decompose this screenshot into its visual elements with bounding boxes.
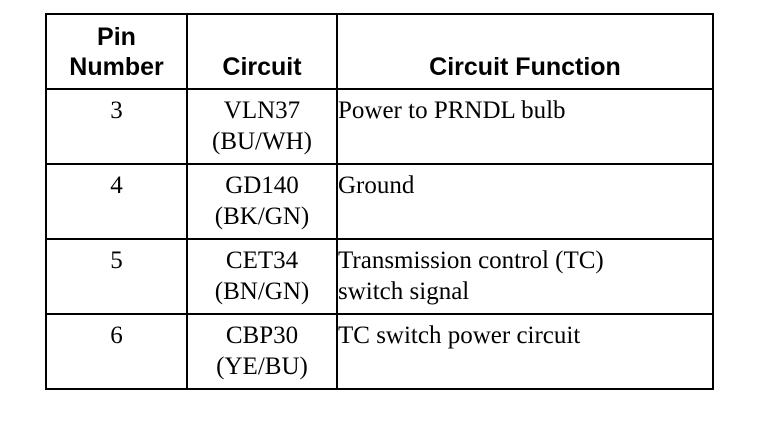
circuit-id: GD140 bbox=[225, 172, 299, 199]
header-circuit-label: Circuit bbox=[222, 53, 302, 81]
table-row: 4 GD140 (BK/GN) Ground bbox=[45, 163, 714, 240]
table-row: 5 CET34 (BN/GN) Transmission control (TC… bbox=[45, 238, 714, 315]
table-header-row: Pin Number Circuit Circuit Function bbox=[45, 13, 714, 90]
pin-cell: 4 bbox=[45, 163, 188, 240]
circuit-cell: CET34 (BN/GN) bbox=[186, 238, 338, 315]
function-text: Transmission control (TC) bbox=[338, 247, 604, 274]
function-cell: Power to PRNDL bulb bbox=[336, 88, 714, 165]
table-row: 6 CBP30 (YE/BU) TC switch power circuit bbox=[45, 313, 714, 390]
function-text: TC switch power circuit bbox=[338, 322, 581, 349]
wire-color: (BN/GN) bbox=[214, 278, 310, 305]
header-function-label: Circuit Function bbox=[429, 53, 621, 81]
circuit-id: CBP30 bbox=[225, 322, 299, 349]
circuit-id: VLN37 bbox=[223, 97, 301, 124]
function-cell: TC switch power circuit bbox=[336, 313, 714, 390]
circuit-cell: VLN37 (BU/WH) bbox=[186, 88, 338, 165]
function-text: Ground bbox=[338, 172, 415, 199]
pin-cell: 5 bbox=[45, 238, 188, 315]
function-cell: Transmission control (TC) switch signal bbox=[336, 238, 714, 315]
header-circuit: Circuit bbox=[186, 13, 338, 90]
header-pin-number: Pin Number bbox=[45, 13, 188, 90]
circuit-id: CET34 bbox=[225, 247, 299, 274]
wire-color: (BK/GN) bbox=[214, 203, 310, 230]
header-pin-line2: Number bbox=[69, 53, 164, 81]
function-cell: Ground bbox=[336, 163, 714, 240]
circuit-cell: CBP30 (YE/BU) bbox=[186, 313, 338, 390]
header-circuit-function: Circuit Function bbox=[336, 13, 714, 90]
pin-circuit-table: Pin Number Circuit Circuit Function 3 VL… bbox=[45, 13, 714, 390]
wire-color: (BU/WH) bbox=[212, 128, 312, 155]
table-row: 3 VLN37 (BU/WH) Power to PRNDL bulb bbox=[45, 88, 714, 165]
circuit-cell: GD140 (BK/GN) bbox=[186, 163, 338, 240]
wire-color: (YE/BU) bbox=[216, 353, 308, 380]
pin-cell: 6 bbox=[45, 313, 188, 390]
header-pin-line1: Pin bbox=[97, 23, 136, 51]
pin-cell: 3 bbox=[45, 88, 188, 165]
function-text: Power to PRNDL bulb bbox=[338, 97, 566, 124]
function-text-line2: switch signal bbox=[338, 278, 470, 305]
